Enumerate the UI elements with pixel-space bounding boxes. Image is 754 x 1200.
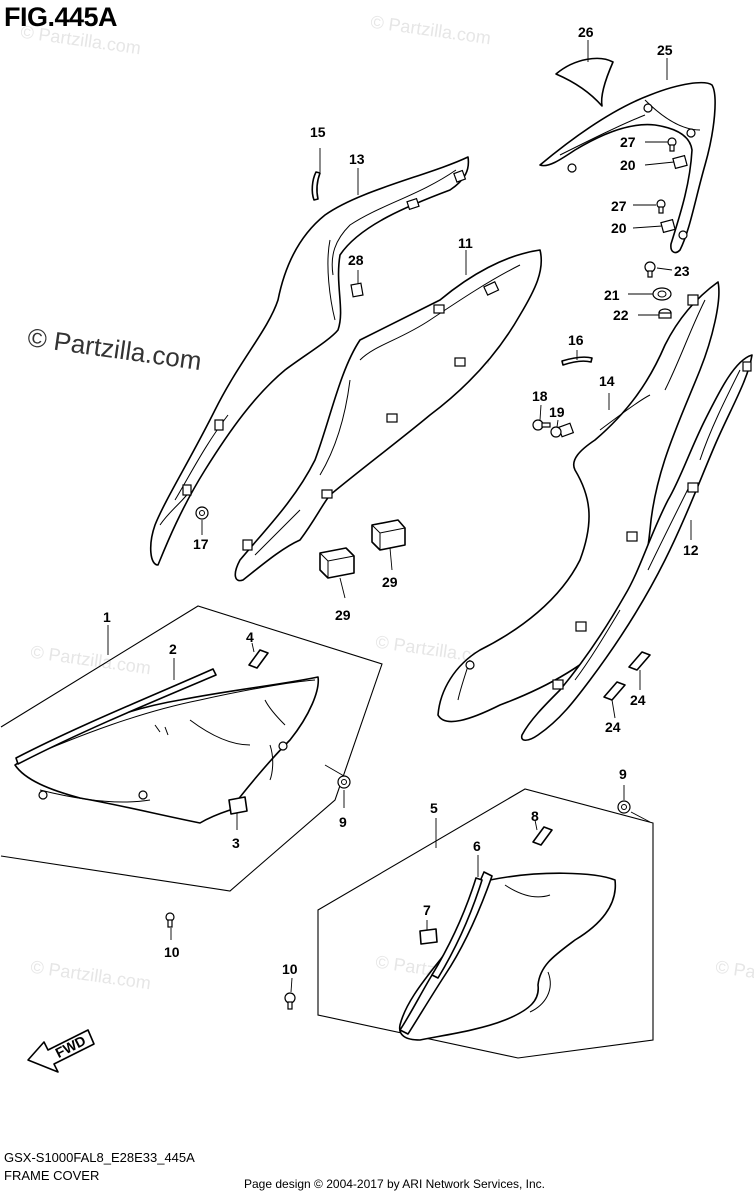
callout-22: 22	[613, 307, 629, 323]
callout-18: 18	[532, 388, 548, 404]
callout-25: 25	[657, 42, 673, 58]
callout-1: 1	[103, 609, 111, 625]
callout-3: 3	[232, 835, 240, 851]
part-14-right-seat-cover	[437, 281, 720, 723]
part-13-left-seat-cover	[149, 156, 470, 566]
callout-12: 12	[683, 542, 699, 558]
callout-13: 13	[349, 151, 365, 167]
copyright-notice: Page design © 2004-2017 by ARI Network S…	[244, 1177, 546, 1191]
part-23-screw	[644, 261, 656, 278]
callout-17: 17	[193, 536, 209, 552]
part-22-collar	[658, 308, 672, 319]
callout-9-right: 9	[619, 766, 627, 782]
callout-28: 28	[348, 252, 364, 268]
callout-6: 6	[473, 838, 481, 854]
part-12-right-inner-cover	[520, 354, 753, 742]
callout-15: 15	[310, 124, 326, 140]
callout-7: 7	[423, 902, 431, 918]
part-29-rubber-block-a	[371, 519, 406, 551]
callout-26: 26	[578, 24, 594, 40]
part-3-sticker	[228, 796, 248, 815]
part-8-sticker	[532, 826, 553, 846]
callout-29-a: 29	[335, 607, 351, 623]
part-20-nut-b	[660, 218, 676, 234]
part-21-grommet	[652, 287, 672, 301]
fwd-arrow-icon: FWD	[27, 1029, 95, 1073]
part-24-sticker-b	[603, 681, 626, 701]
callout-10-left: 10	[164, 944, 180, 960]
model-code: GSX-S1000FAL8_E28E33_445A	[4, 1150, 195, 1165]
part-18-bolt	[532, 419, 551, 431]
callout-27-b: 27	[611, 198, 627, 214]
leader-lines	[107, 40, 692, 993]
callout-5: 5	[430, 800, 438, 816]
callout-11: 11	[458, 235, 473, 251]
part-1-left-frame-cover-box	[0, 605, 383, 892]
callout-19: 19	[549, 404, 565, 420]
part-9-grommet-left	[337, 775, 351, 789]
figure-title: FIG.445A	[4, 2, 118, 32]
callout-14: 14	[599, 373, 615, 389]
callout-24-b: 24	[605, 719, 621, 735]
part-5-right-frame-cover-box	[317, 788, 654, 1059]
part-2-edge-trim	[15, 668, 217, 765]
part-10-screw-right	[284, 992, 296, 1010]
callout-23: 23	[674, 263, 690, 279]
callout-24-a: 24	[630, 692, 646, 708]
callout-29-b: 29	[382, 574, 398, 590]
callout-9-left: 9	[339, 814, 347, 830]
part-4-sticker	[248, 649, 269, 669]
part-11-inner-cover	[234, 249, 543, 582]
callout-16: 16	[568, 332, 584, 348]
part-7-sticker	[419, 928, 438, 945]
callout-labels: 1 2 3 4 5 6 7 8 9 9 10 10 11 12 13 14 15…	[103, 24, 699, 977]
part-9-grommet-right	[617, 800, 631, 814]
callout-21: 21	[604, 287, 620, 303]
part-27-screw-b	[656, 199, 666, 214]
part-27-screw-a	[667, 137, 677, 152]
part-29-rubber-block-b	[319, 547, 355, 579]
part-20-nut-a	[672, 154, 688, 170]
part-28-clip	[350, 282, 364, 298]
callout-20-a: 20	[620, 157, 636, 173]
part-15-strip	[311, 171, 321, 201]
part-26-cover-piece	[555, 57, 614, 107]
callout-20-b: 20	[611, 220, 627, 236]
part-19-washer	[550, 426, 562, 438]
part-17-grommet	[195, 506, 209, 520]
part-6-edge-trim	[431, 877, 483, 979]
section-name: FRAME COVER	[4, 1168, 100, 1183]
callout-27-a: 27	[620, 134, 636, 150]
part-16-strip	[561, 356, 593, 366]
part-24-sticker-a	[628, 651, 651, 671]
callout-10-right: 10	[282, 961, 298, 977]
callout-8: 8	[531, 808, 539, 824]
callout-4: 4	[246, 629, 254, 645]
part-10-screw-left	[165, 912, 175, 928]
callout-2: 2	[169, 641, 177, 657]
part-25-tail-cowl	[539, 81, 716, 254]
